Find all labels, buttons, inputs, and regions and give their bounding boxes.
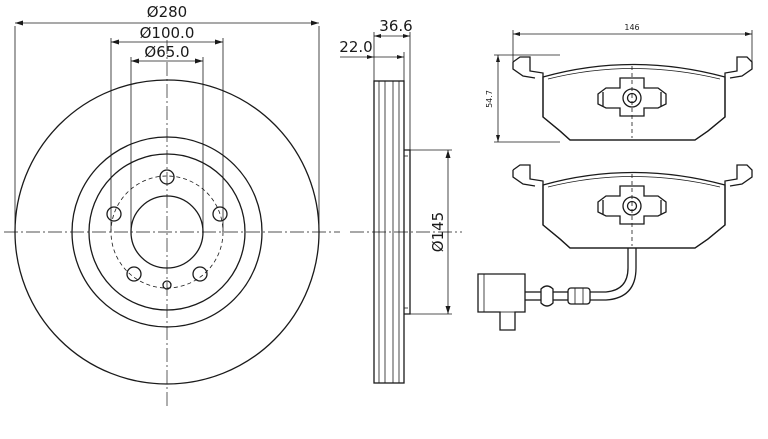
pad-abutment-clip	[597, 77, 667, 117]
disc-friction-inner-edge	[71, 136, 263, 328]
arrowhead	[15, 20, 23, 26]
pad-backing-plate	[512, 164, 753, 249]
arrowhead	[745, 32, 752, 36]
pad-pin-hole-inner	[626, 92, 638, 104]
disc-side-body	[373, 80, 405, 384]
wear-sensor-cable	[590, 248, 637, 301]
arrowhead	[215, 39, 223, 45]
disc-side-view: 36.6 22.0 Ø145	[339, 17, 462, 384]
bolt-hole	[212, 206, 228, 222]
bolt-hole	[106, 206, 122, 222]
dim-total-thickness-label: 36.6	[379, 17, 412, 35]
pad-pin-hole	[622, 196, 642, 216]
pad-backing-plate-left	[512, 170, 536, 187]
arrowhead	[311, 20, 319, 26]
pad-backing-plate-left	[512, 62, 536, 79]
arrowhead	[496, 55, 500, 62]
brake-pad-bottom	[477, 164, 753, 331]
pad-pin-hole	[622, 88, 642, 108]
arrowhead	[403, 34, 410, 38]
arrowhead	[513, 32, 520, 36]
arrowhead	[445, 306, 451, 314]
disc-front-view: Ø280 Ø100.0 Ø65.0	[4, 3, 340, 408]
dim-pad-width-label: 146	[624, 23, 639, 32]
pad-friction-material	[542, 171, 726, 249]
locating-hole	[162, 280, 172, 290]
bolt-hole	[126, 266, 142, 282]
arrowhead	[131, 58, 139, 64]
wear-sensor-connector	[477, 273, 526, 331]
arrowhead	[374, 34, 381, 38]
pad-abutment-clip	[597, 185, 667, 225]
dim-outer-diameter-label: Ø280	[147, 3, 187, 21]
pad-pin-hole-inner	[626, 200, 638, 212]
bolt-hole	[159, 169, 175, 185]
disc-hat-edge	[88, 153, 246, 311]
arrowhead	[496, 135, 500, 142]
arrowhead	[445, 150, 451, 158]
bolt-hole	[192, 266, 208, 282]
arrowhead	[195, 58, 203, 64]
dim-hat-diameter-label: Ø145	[429, 212, 447, 252]
disc-hat-profile	[404, 149, 411, 315]
wear-sensor-grommet	[540, 285, 554, 307]
wear-sensor-sleeve	[567, 287, 591, 305]
brake-pad-top: 146 54.7	[485, 23, 753, 143]
dim-pcd-label: Ø100.0	[140, 24, 195, 42]
arrowhead	[397, 55, 404, 59]
arrowhead	[111, 39, 119, 45]
pad-friction-inner	[547, 68, 721, 80]
wear-sensor-cable	[590, 248, 629, 293]
arrowhead	[367, 55, 374, 59]
pad-friction-inner	[547, 176, 721, 188]
pad-backing-plate	[512, 56, 753, 141]
dim-hub-label: Ø65.0	[144, 43, 189, 61]
pad-friction-material	[542, 63, 726, 141]
dim-pad-height-label: 54.7	[485, 90, 494, 108]
dim-disc-thickness-label: 22.0	[339, 38, 372, 56]
